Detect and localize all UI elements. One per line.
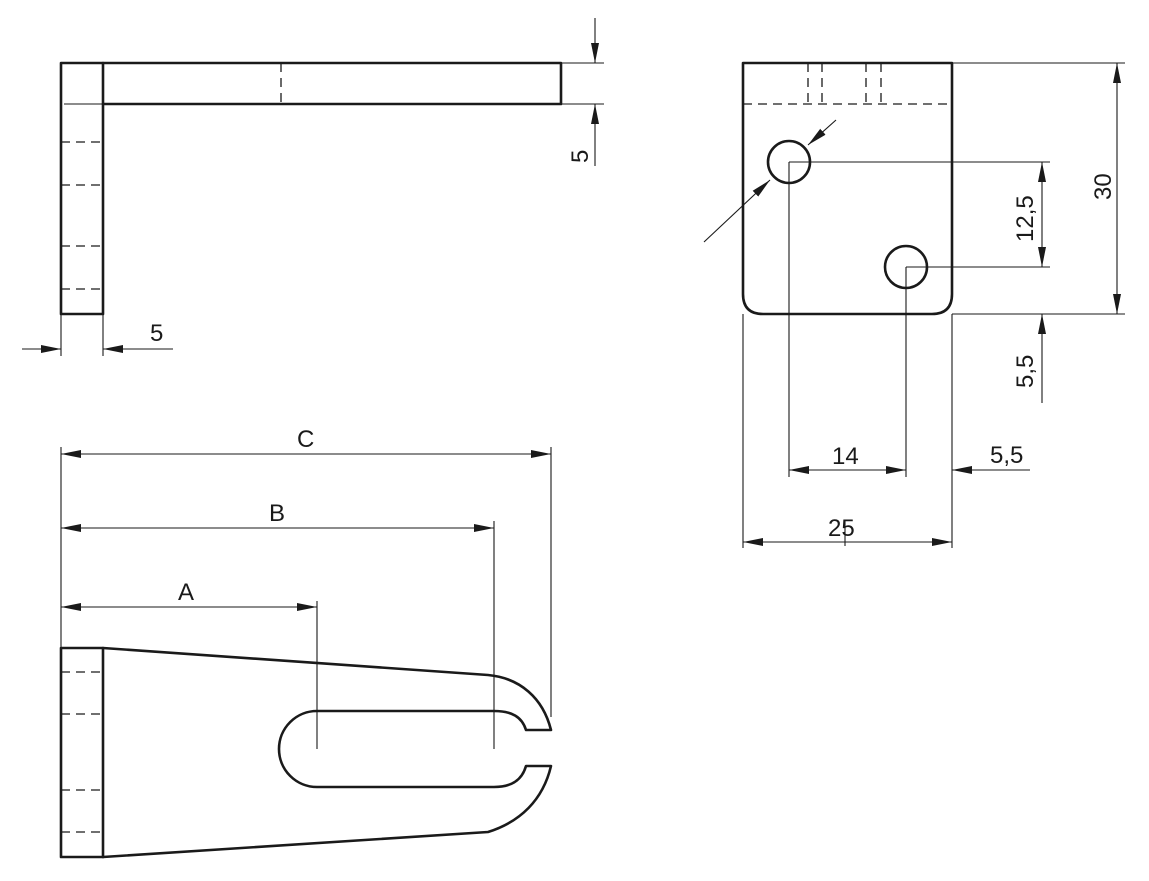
plan-view: A B C bbox=[59, 426, 553, 859]
plate-outline bbox=[741, 61, 954, 316]
diameter-leader bbox=[807, 119, 837, 146]
diameter-leader bbox=[703, 179, 771, 243]
dim-width: 25 bbox=[828, 515, 855, 542]
dim-thickness-vertical: 5 bbox=[567, 150, 594, 163]
dim-length-c: C bbox=[297, 426, 314, 453]
dim-height: 30 bbox=[1090, 173, 1117, 200]
dim-length-b: B bbox=[269, 500, 285, 527]
arm-outline bbox=[59, 646, 553, 859]
dim-hole-spacing-vertical: 12,5 bbox=[1012, 195, 1039, 242]
dim-thickness-horizontal: 5 bbox=[150, 320, 163, 347]
dim-hole-offset-bottom: 5,5 bbox=[1012, 355, 1039, 388]
dim-hole-offset-right: 5,5 bbox=[990, 442, 1023, 469]
dim-length-a: A bbox=[178, 579, 194, 606]
front-view: 30 12,5 5,5 14 5,5 25 bbox=[703, 61, 1125, 548]
l-profile-outline bbox=[59, 61, 563, 316]
dim-hole-spacing-horizontal: 14 bbox=[832, 443, 859, 470]
top-view: 5 5 bbox=[22, 18, 604, 356]
